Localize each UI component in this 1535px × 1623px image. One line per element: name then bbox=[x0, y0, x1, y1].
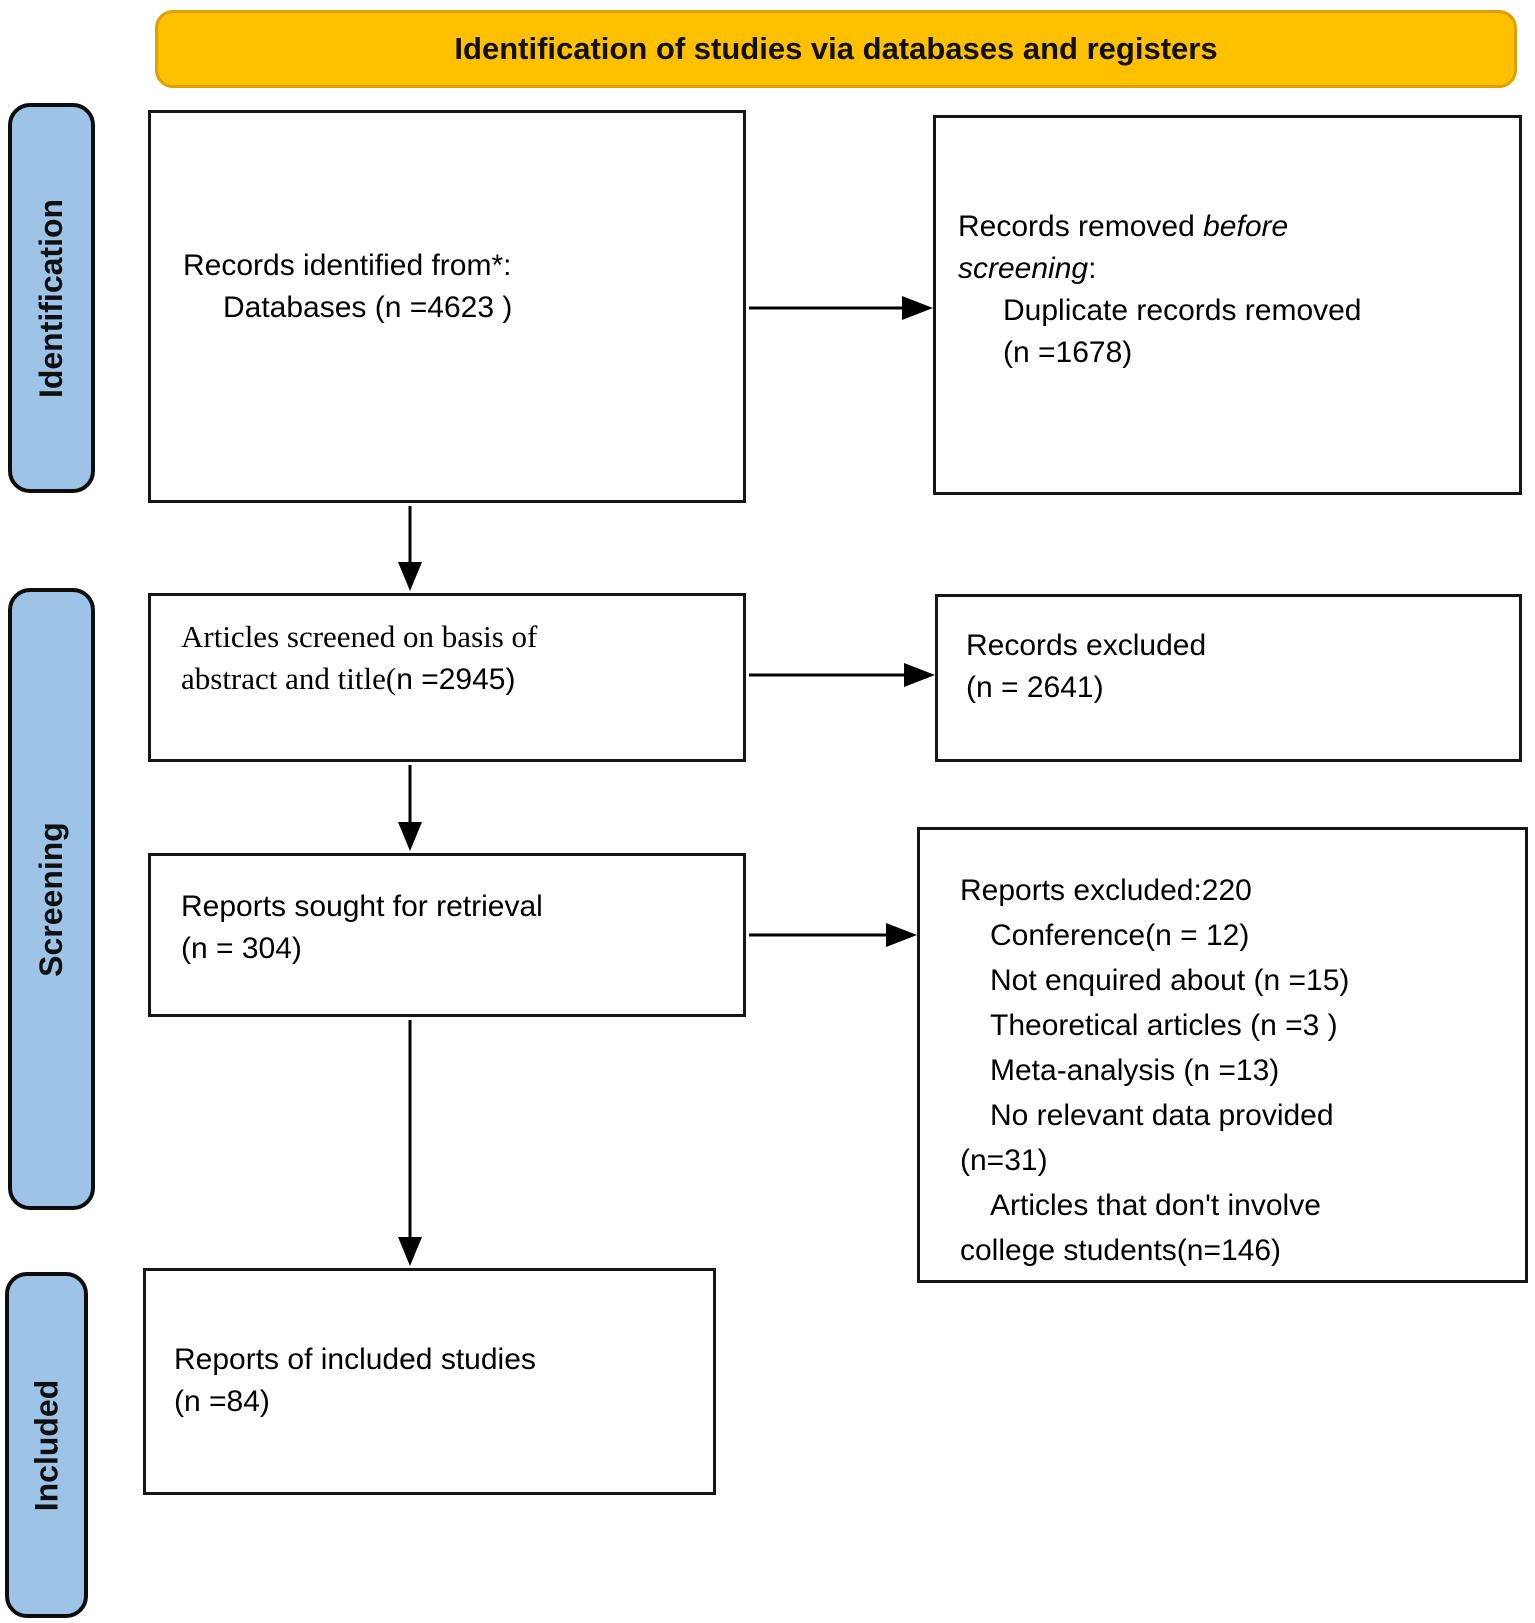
records-excluded-line2: (n = 2641) bbox=[966, 671, 1104, 704]
arrow-identified-to-removed bbox=[749, 296, 933, 320]
records-identified-line1: Records identified from*: bbox=[183, 249, 512, 282]
articles-screened-line1: Articles screened on basis of bbox=[181, 619, 538, 654]
arrow-identified-to-screened bbox=[398, 506, 422, 591]
articles-screened-line2-sans: n =2945) bbox=[396, 663, 516, 696]
box-records-identified: Records identified from*: Databases (n =… bbox=[148, 110, 746, 503]
box-reports-included: Reports of included studies (n =84) bbox=[143, 1268, 716, 1495]
box-reports-sought: Reports sought for retrieval (n = 304) bbox=[148, 853, 746, 1017]
stage-label-identification: Identification bbox=[33, 198, 70, 398]
articles-screened-line2-serif: abstract and title( bbox=[181, 661, 397, 696]
records-removed-line3: Duplicate records removed bbox=[1003, 294, 1362, 327]
box-records-excluded: Records excluded (n = 2641) bbox=[935, 594, 1522, 762]
arrow-screened-to-sought bbox=[398, 765, 422, 851]
reports-excluded-line3: Not enquired about (n =15) bbox=[990, 964, 1350, 997]
diagram-title: Identification of studies via databases … bbox=[454, 31, 1218, 66]
reports-excluded-line6: No relevant data provided bbox=[990, 1099, 1334, 1132]
records-excluded-line1: Records excluded bbox=[966, 629, 1207, 662]
box-articles-screened: Articles screened on basis of abstract a… bbox=[148, 593, 746, 762]
articles-screened-line2: abstract and title(n =2945) bbox=[181, 658, 733, 701]
stage-bar-screening: Screening bbox=[8, 588, 95, 1210]
records-identified-line2: Databases (n =4623 ) bbox=[223, 291, 513, 324]
box-records-removed: Records removed before screening: Duplic… bbox=[933, 115, 1522, 495]
reports-excluded-line8: Articles that don't involve bbox=[990, 1189, 1321, 1222]
arrow-screened-to-excluded bbox=[749, 663, 935, 687]
stage-bar-included: Included bbox=[5, 1272, 88, 1618]
reports-excluded-line7: (n=31) bbox=[960, 1144, 1048, 1177]
arrow-sought-to-included bbox=[398, 1020, 422, 1266]
records-removed-line1: Records removed before bbox=[958, 206, 1505, 248]
reports-included-line1: Reports of included studies bbox=[174, 1343, 536, 1376]
arrow-sought-to-reports-excluded bbox=[749, 923, 917, 947]
title-banner: Identification of studies via databases … bbox=[155, 10, 1517, 88]
stage-label-included: Included bbox=[28, 1379, 64, 1511]
stage-bar-identification: Identification bbox=[8, 103, 95, 493]
records-removed-line2-italic: screening bbox=[958, 252, 1089, 285]
records-removed-line2-normal: : bbox=[1088, 252, 1097, 285]
reports-sought-line1: Reports sought for retrieval bbox=[181, 890, 543, 923]
reports-sought-line2: (n = 304) bbox=[181, 932, 302, 965]
reports-excluded-line5: Meta-analysis (n =13) bbox=[990, 1054, 1280, 1087]
reports-excluded-line2: Conference(n = 12) bbox=[990, 919, 1250, 952]
records-removed-line1-italic: before bbox=[1203, 210, 1289, 243]
stage-label-screening: Screening bbox=[33, 821, 69, 977]
box-reports-excluded: Reports excluded:220 Conference(n = 12) … bbox=[917, 827, 1528, 1283]
records-removed-line4: (n =1678) bbox=[1003, 336, 1133, 369]
reports-excluded-line4: Theoretical articles (n =3 ) bbox=[990, 1009, 1338, 1042]
records-removed-line1-normal: Records removed bbox=[958, 210, 1204, 243]
records-removed-line2: screening: bbox=[958, 248, 1505, 290]
reports-included-line2: (n =84) bbox=[174, 1385, 270, 1418]
reports-excluded-line1: Reports excluded:220 bbox=[960, 874, 1252, 907]
reports-excluded-line9: college students(n=146) bbox=[960, 1234, 1282, 1267]
